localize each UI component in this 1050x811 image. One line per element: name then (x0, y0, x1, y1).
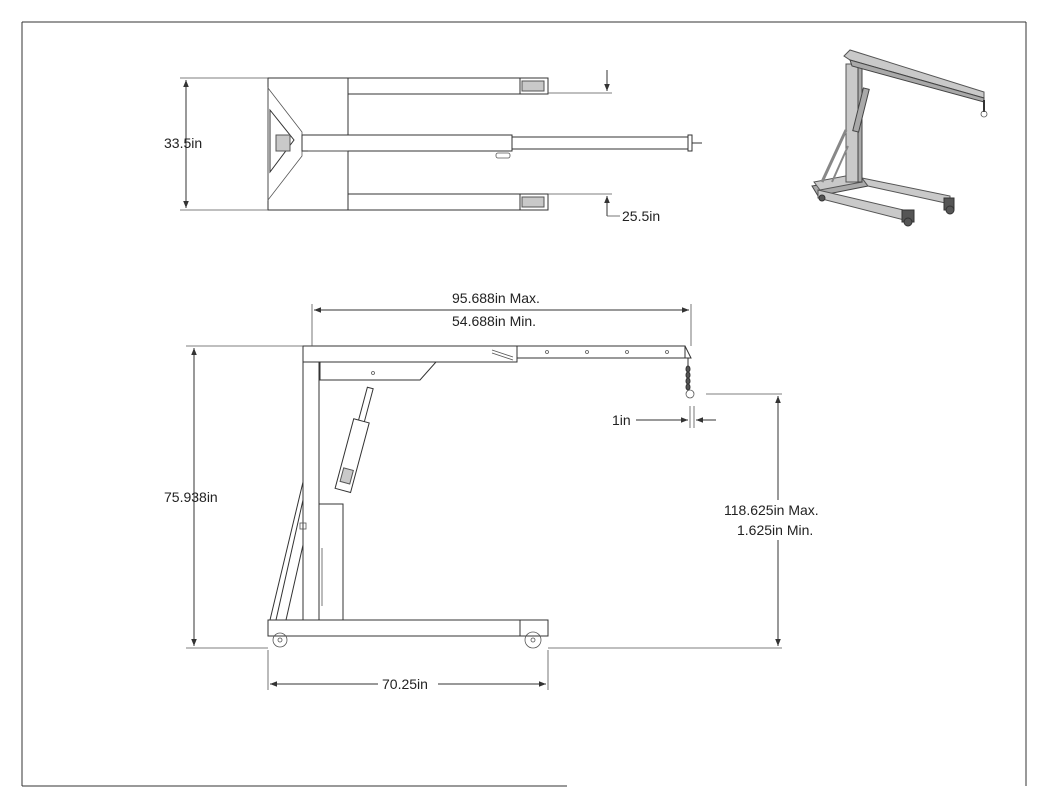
top-boom-extension (511, 136, 689, 150)
side-mast (302, 361, 320, 621)
hydraulic-ram (334, 386, 374, 494)
side-boom (302, 345, 518, 363)
top-leg-lower (347, 193, 521, 211)
dim-mast-height: 75.938in (164, 489, 218, 505)
dim-top-leg-spacing: 25.5in (622, 208, 660, 224)
side-boom-extension (516, 345, 686, 359)
top-view: 33.5in 25.5in (164, 70, 702, 224)
sheet-border (21, 21, 1027, 787)
wheel-rear (272, 632, 288, 648)
wheel-front (524, 631, 542, 649)
isometric-view (811, 49, 988, 227)
side-base (267, 619, 549, 637)
dim-reach-max: 95.688in Max. (452, 290, 540, 306)
dim-hook-gap: 1in (612, 412, 631, 428)
top-leg-upper (347, 77, 521, 95)
top-boom-inner (301, 134, 513, 152)
dim-base-length: 70.25in (382, 676, 428, 692)
dim-lift-min: 1.625in Min. (737, 522, 813, 538)
dim-top-width: 33.5in (164, 135, 202, 151)
hook-chain (685, 358, 695, 399)
dim-lift-max: 118.625in Max. (724, 502, 819, 518)
side-view: 95.688in Max. 54.688in Min. 1in 75.938in… (164, 290, 819, 692)
dim-reach-min: 54.688in Min. (452, 313, 536, 329)
iso-boom (843, 49, 985, 99)
